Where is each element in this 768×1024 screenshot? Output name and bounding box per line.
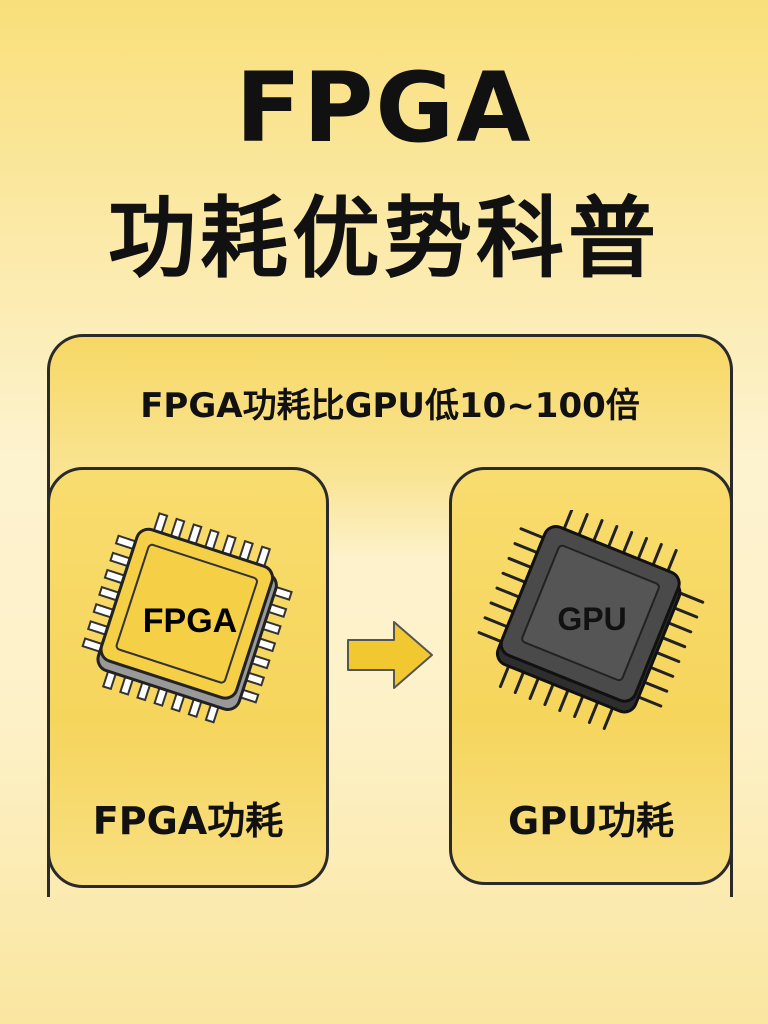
fpga-chip-icon: FPGA bbox=[81, 512, 293, 724]
gpu-chip-label: GPU bbox=[557, 601, 626, 637]
gpu-card: GPU GPU功耗 bbox=[449, 467, 733, 885]
comparison-subtitle: FPGA功耗比GPU低10~100倍 bbox=[140, 386, 640, 426]
title-line-2: 功耗优势科普 bbox=[107, 187, 660, 290]
arrow-right-icon bbox=[347, 621, 433, 689]
fpga-chip-label: FPGA bbox=[143, 602, 237, 640]
fpga-card: FPGA FPGA功耗 bbox=[47, 467, 329, 888]
fpga-power-label: FPGA功耗 bbox=[92, 799, 284, 843]
title-line-1: FPGA bbox=[235, 52, 533, 164]
gpu-chip-icon: GPU bbox=[477, 510, 705, 730]
gpu-power-label: GPU功耗 bbox=[508, 799, 674, 843]
